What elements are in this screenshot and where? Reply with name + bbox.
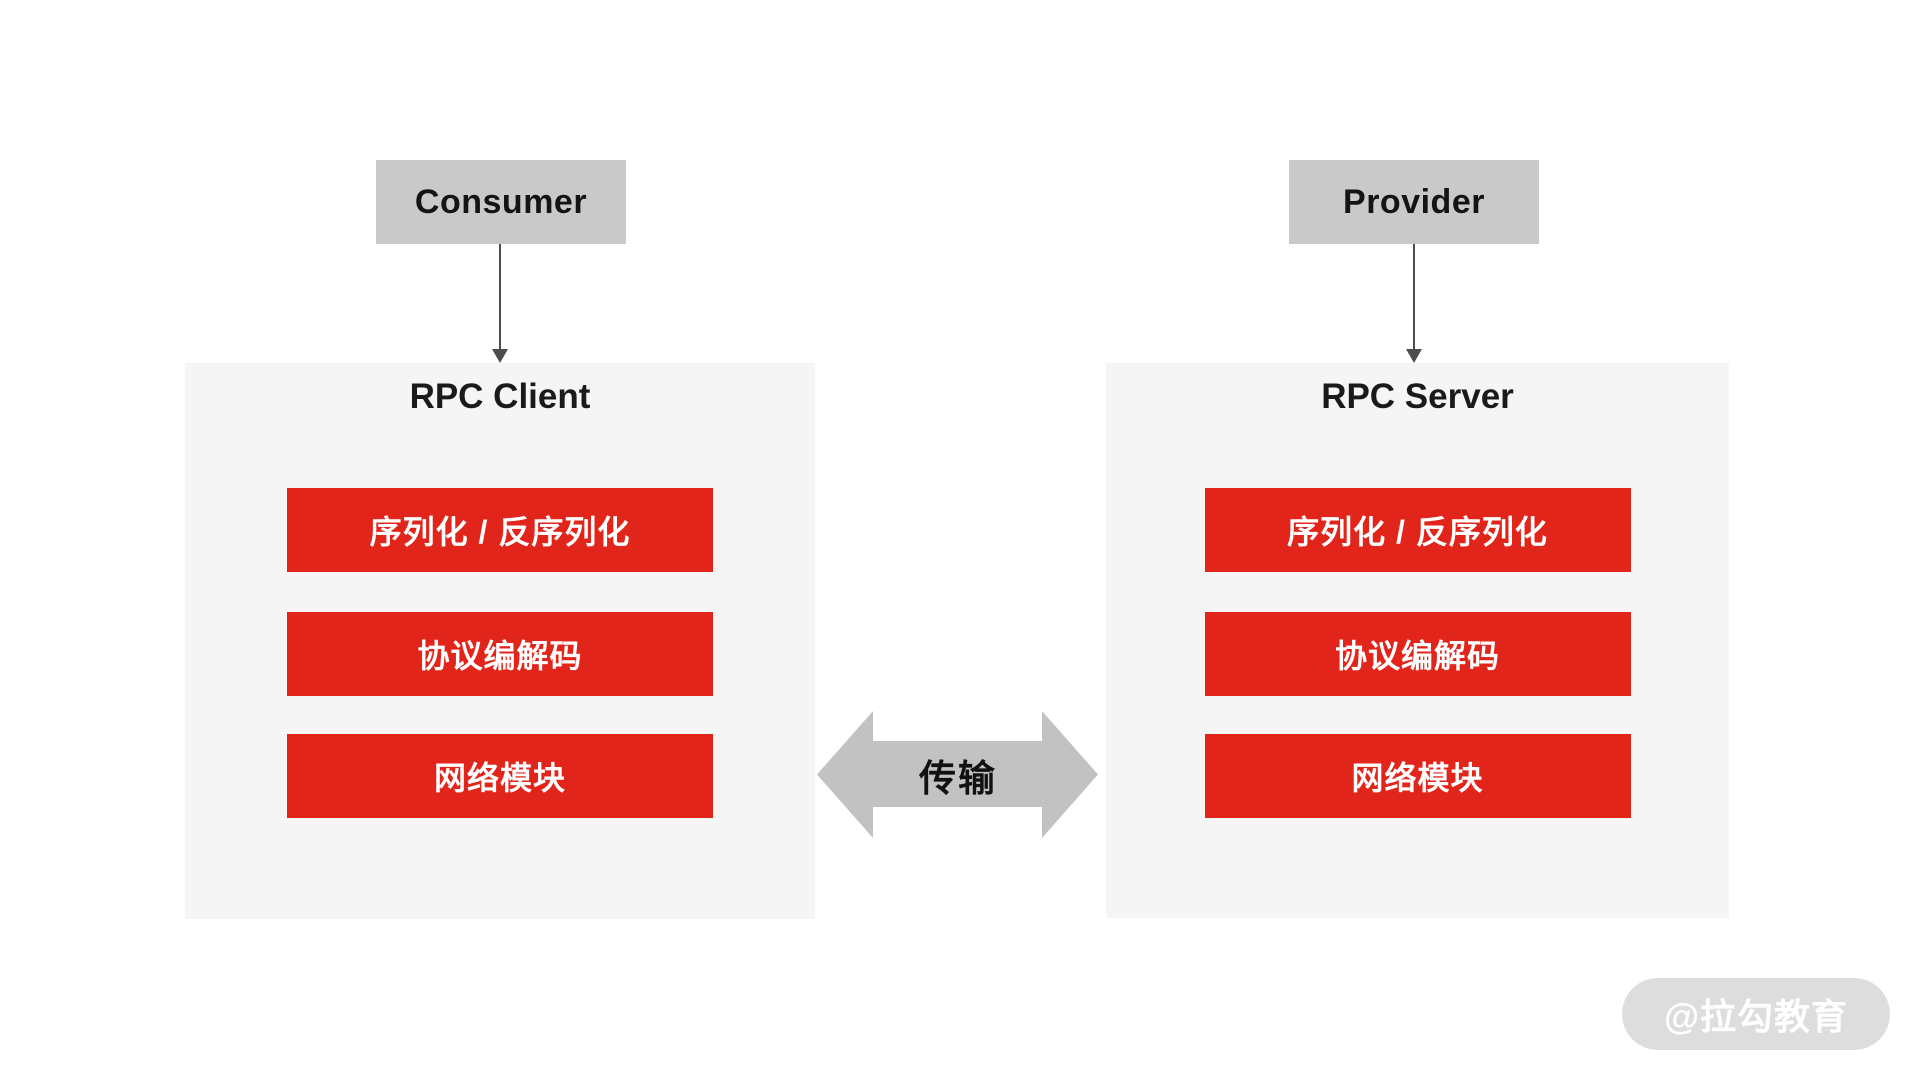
rpc-client-panel: RPC Client 序列化 / 反序列化 协议编解码 网络模块 (185, 363, 815, 919)
arrow-stem (499, 244, 501, 350)
consumer-to-client-arrow-icon (491, 244, 509, 363)
client-module-serialization: 序列化 / 反序列化 (287, 488, 713, 572)
module-label: 协议编解码 (417, 638, 583, 674)
module-label: 序列化 / 反序列化 (1287, 514, 1548, 550)
rpc-server-title: RPC Server (1321, 377, 1514, 416)
arrow-head-icon (1406, 349, 1422, 363)
consumer-node: Consumer (376, 160, 626, 244)
module-label: 协议编解码 (1334, 638, 1500, 674)
module-label: 网络模块 (1351, 760, 1484, 796)
server-module-serialization: 序列化 / 反序列化 (1204, 488, 1631, 572)
arrow-stem (1413, 244, 1415, 350)
consumer-label: Consumer (414, 182, 588, 221)
double-arrow-icon (817, 711, 1098, 838)
provider-node: Provider (1289, 160, 1539, 244)
rpc-client-title: RPC Client (409, 377, 591, 416)
provider-to-server-arrow-icon (1405, 244, 1423, 363)
transport-label: 传输 (919, 758, 997, 799)
module-label: 序列化 / 反序列化 (369, 514, 631, 550)
server-module-protocol-codec: 协议编解码 (1204, 612, 1631, 696)
server-module-network: 网络模块 (1204, 734, 1631, 818)
provider-label: Provider (1343, 182, 1485, 221)
watermark-label: @拉勾教育 (1663, 996, 1849, 1037)
transport-connector: 传输 (810, 705, 1106, 845)
client-module-protocol-codec: 协议编解码 (287, 612, 713, 696)
rpc-server-panel: RPC Server 序列化 / 反序列化 协议编解码 网络模块 (1106, 363, 1729, 918)
client-module-network: 网络模块 (287, 734, 713, 818)
watermark-badge: @拉勾教育 (1622, 978, 1890, 1050)
module-label: 网络模块 (433, 760, 566, 796)
arrow-head-icon (492, 349, 508, 363)
